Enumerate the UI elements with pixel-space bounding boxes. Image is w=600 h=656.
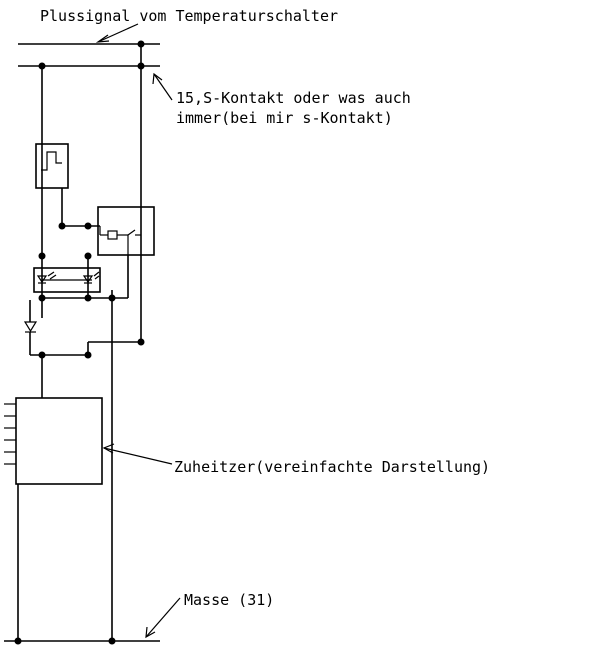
junction-dots: [14, 40, 145, 645]
junction-dot: [38, 294, 46, 302]
junction-dot: [137, 40, 145, 48]
label-s-contact-line2: immer(bei mir s-Kontakt): [176, 109, 393, 127]
timer-module: [35, 143, 69, 189]
relay: [97, 206, 155, 256]
arrow-heater: [102, 443, 173, 465]
junction-dot: [137, 338, 145, 346]
label-s-contact-line1: 15,S-Kontakt oder was auch: [176, 89, 411, 107]
junction-dot: [84, 222, 92, 230]
junction-dot: [84, 351, 92, 359]
junction-dot: [58, 222, 66, 230]
heater-box: [4, 397, 103, 485]
junction-dot: [38, 252, 46, 260]
junction-dot: [108, 294, 116, 302]
junction-dot: [14, 637, 22, 645]
junction-dot: [38, 351, 46, 359]
arrow-ground: [145, 597, 181, 639]
junction-dot: [108, 637, 116, 645]
led-pair: [33, 267, 101, 293]
label-ground: Masse (31): [184, 591, 274, 609]
junction-dot: [137, 62, 145, 70]
junction-dot: [84, 294, 92, 302]
label-heater: Zuheitzer(vereinfachte Darstellung): [174, 458, 490, 476]
label-plus-signal: Plussignal vom Temperaturschalter: [40, 7, 338, 25]
diode: [23, 300, 38, 355]
junction-dot: [84, 252, 92, 260]
arrow-s-contact: [152, 72, 173, 101]
arrow-plus-signal: [95, 23, 139, 43]
junction-dot: [38, 62, 46, 70]
